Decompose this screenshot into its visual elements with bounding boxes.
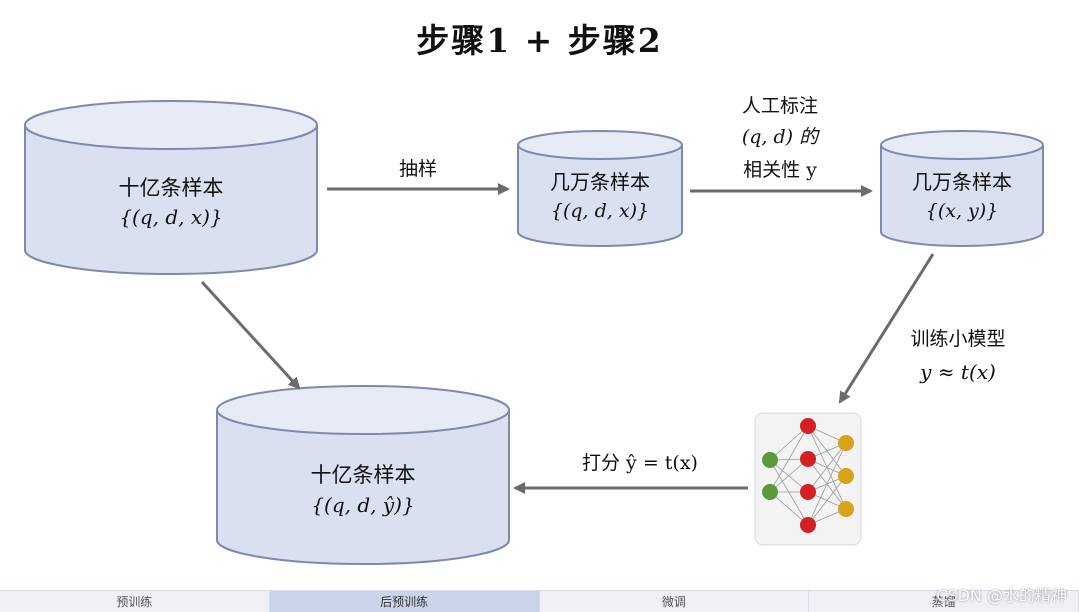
db-top-left-label: 十亿条样本 [119, 176, 224, 200]
database-bottom: 十亿条样本 {(q, d, ŷ)} [216, 385, 510, 565]
db-top-left-math: {(q, d, x)} [119, 205, 222, 229]
database-top-right: 几万条样本 {(x, y)} [880, 130, 1044, 247]
tab-pretrain[interactable]: 预训练 [0, 591, 270, 612]
neural-network-icon [754, 412, 862, 546]
tab-post-pretrain[interactable]: 后预训练 [269, 591, 540, 612]
arrow-score: 打分 ŷ = t(x) [513, 452, 748, 494]
database-top-left: 十亿条样本 {(q, d, x)} [24, 100, 318, 275]
arrow-sample: 抽样 [327, 158, 510, 195]
db-top-right-label: 几万条样本 [912, 170, 1012, 194]
db-top-mid-label: 几万条样本 [550, 170, 650, 194]
arrow-score-label: 打分 ŷ = t(x) [582, 452, 698, 474]
db-bottom-math: {(q, d, ŷ)} [311, 493, 414, 517]
database-top-mid: 几万条样本 {(q, d, x)} [517, 130, 683, 247]
watermark: CSDN @水的精神 [936, 586, 1067, 605]
db-top-mid-math: {(q, d, x)} [551, 200, 649, 222]
arrow-annotate-line1: 人工标注 [742, 95, 818, 117]
arrow-direct [200, 280, 301, 390]
arrow-train-line1: 训练小模型 [910, 328, 1005, 350]
tab-finetune[interactable]: 微调 [540, 591, 810, 612]
diagram-canvas: 十亿条样本 {(q, d, x)} 几万条样本 {(q, d, x)} 几万条样… [24, 95, 1044, 565]
arrow-train-line2: y ≈ t(x) [919, 360, 996, 384]
db-top-right-math: {(x, y)} [926, 200, 999, 222]
arrow-sample-label: 抽样 [399, 158, 437, 180]
slide-title: 步骤1 + 步骤2 [416, 21, 663, 60]
arrow-annotate: 人工标注 (q, d) 的 相关性 y [690, 95, 873, 197]
arrow-annotate-line2: (q, d) 的 [742, 126, 820, 148]
bottom-tab-bar: 预训练 后预训练 微调 蒸馏 [0, 590, 1079, 612]
arrow-annotate-line3: 相关性 y [743, 159, 817, 181]
db-bottom-label: 十亿条样本 [311, 463, 416, 487]
arrow-train: 训练小模型 y ≈ t(x) [838, 253, 1006, 404]
